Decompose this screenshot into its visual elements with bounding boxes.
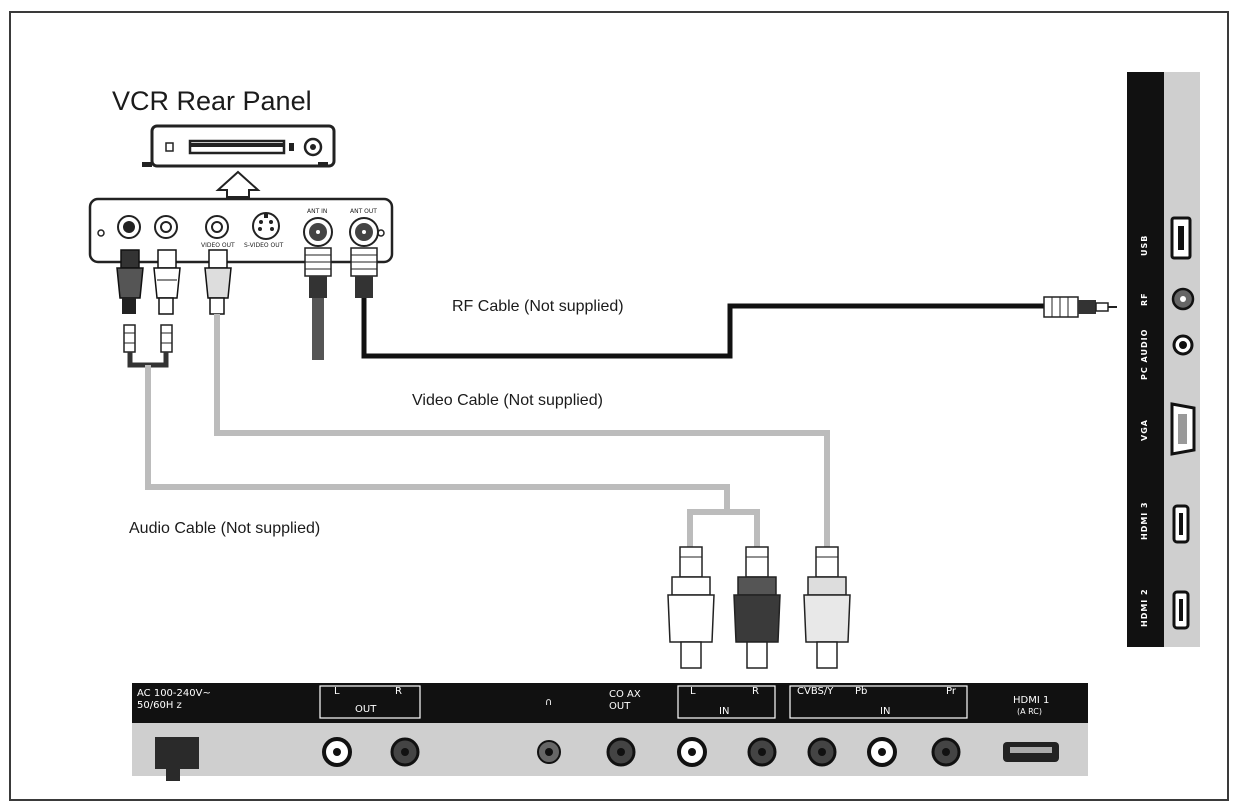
rf-plug-tv: [1043, 296, 1117, 318]
video-plug: [204, 249, 232, 315]
component-in-label: IN: [880, 706, 891, 717]
vcr-rear-panel-title: VCR Rear Panel: [112, 86, 312, 116]
vcr-video-out-label: VIDEO OUT: [201, 242, 235, 249]
coax-label-line1: CO AX: [609, 689, 641, 700]
in-r-label: R: [752, 686, 759, 697]
audio-plug-left: [116, 249, 144, 353]
side-hdmi2-label: HDMI 2: [1140, 588, 1149, 627]
tv-video-plug: [803, 546, 851, 669]
coax-plug-ant-out: [350, 247, 378, 298]
arc-label: (A RC): [1017, 707, 1043, 716]
tv-side-panel: [1127, 72, 1200, 647]
power-label-line2: 50/60H z: [137, 700, 182, 711]
out-label: OUT: [355, 704, 377, 715]
coax-plug-ant-in: [304, 247, 332, 360]
side-vga-label: VGA: [1140, 419, 1149, 441]
power-label-line1: AC 100-240V~: [137, 688, 211, 699]
pr-label: Pr: [946, 686, 956, 697]
headphone-icon: ∩: [545, 697, 553, 708]
hdmi1-label: HDMI 1: [1013, 695, 1050, 706]
cvbs-label: CVBS/Y: [797, 686, 834, 697]
side-hdmi3-label: HDMI 3: [1140, 501, 1149, 540]
in-label: IN: [719, 706, 730, 717]
rf-cable-label: RF Cable (Not supplied): [452, 298, 624, 315]
out-r-label: R: [395, 686, 402, 697]
audio-cable: [145, 365, 730, 510]
vcr-device-icon: [142, 124, 336, 168]
tv-audio-plug-dark: [733, 546, 781, 669]
arrow-up-icon: [215, 170, 261, 198]
side-usb-label: USB: [1140, 234, 1149, 256]
vcr-ant-out-label: ANT OUT: [350, 208, 377, 215]
out-l-label: L: [334, 686, 340, 697]
tv-bottom-panel: [132, 683, 1088, 781]
tv-audio-plug-white: [667, 546, 715, 669]
video-cable: [214, 314, 830, 547]
in-l-label: L: [690, 686, 696, 697]
rf-cable: [361, 298, 1045, 359]
side-rf-label: RF: [1140, 292, 1149, 306]
coax-label-line2: OUT: [609, 701, 631, 712]
vcr-rear-panel: [88, 197, 394, 264]
vcr-ant-in-label: ANT IN: [307, 208, 328, 215]
vcr-svideo-out-label: S-VIDEO OUT: [244, 242, 284, 249]
audio-plug-right: [153, 249, 181, 353]
audio-cable-label: Audio Cable (Not supplied): [129, 520, 321, 537]
side-pc-audio-label: PC AUDIO: [1140, 328, 1149, 380]
video-cable-label: Video Cable (Not supplied): [412, 392, 603, 409]
pb-label: Pb: [855, 686, 868, 697]
